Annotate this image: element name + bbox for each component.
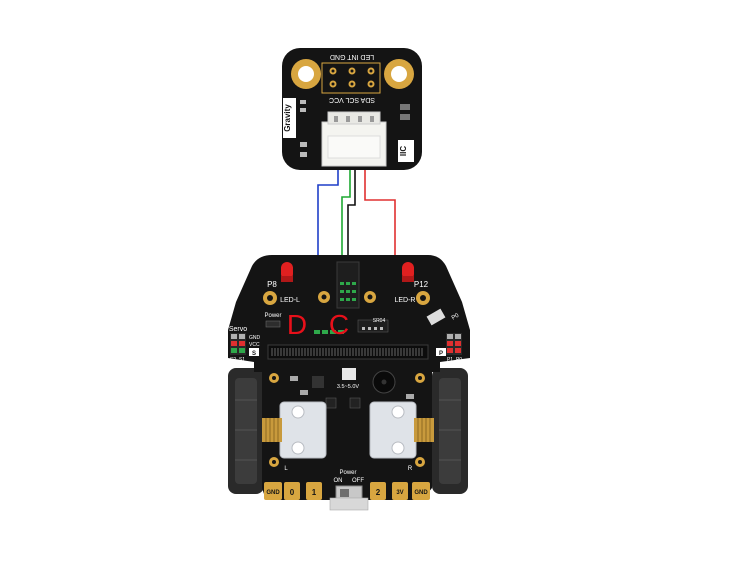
sr04-label: SR04 [373,318,386,324]
led-right [402,262,414,282]
annotation-c: C [329,309,349,340]
servo-header [230,333,246,355]
servo-gnd-label: GND [249,335,261,341]
switch-title: Power [339,470,356,476]
led-left-label: LED-L [280,297,300,304]
led-left [281,262,293,282]
header-label-top: LED INT GND [330,53,374,60]
switch-off-label: OFF [352,478,364,484]
sensor-brand-label: Gravity [283,104,292,132]
sensor-module: LED INT GND SDA SCL VCC Gravity IIC [282,48,422,170]
pin-left-label: P8 [267,280,277,289]
pad-label-4: 3V [396,490,403,496]
bottom-pads: GND 0 1 2 3V GND [264,482,430,500]
header-label-bottom: SDA SCL VCC [329,96,375,103]
led-right-label: LED-R [394,297,415,304]
pad-1 [306,482,322,500]
robot: LED-L LED-R P8 P12 Power SR04 Servo [228,255,470,511]
servo-s2-label: S2 [230,357,236,363]
side-p-label: P [439,351,443,357]
motor-right [369,401,434,459]
motor-left [262,401,327,459]
header-pins [321,62,381,94]
pad-3v [392,482,408,500]
pin-right-label: P12 [414,280,429,289]
pad-gnd-left [264,482,282,500]
voltage-label: 3.5~5.0V [337,384,360,390]
servo-s1-label: S1 [239,357,245,363]
motor-r-label: R [408,466,413,472]
pad-0 [284,482,300,500]
motor-l-label: L [284,466,288,472]
side-header [446,333,462,355]
side-p0-label: P0 [456,357,462,363]
switch-on-label: ON [334,478,343,484]
pad-label-3: 2 [376,488,381,497]
side-p1-label: P1 [447,357,453,363]
sensor-interface-label: IIC [399,146,408,156]
pad-label-0: GND [266,490,280,496]
power-label: Power [264,313,281,319]
pad-label-2: 1 [312,488,317,497]
annotation-d: D [287,309,307,340]
voltage-chip [342,368,356,380]
servo-vcc-label: VCC [249,342,260,348]
pad-gnd-right [412,482,430,500]
servo-title: Servo [229,326,247,333]
servo-s-label: S [252,351,256,357]
pad-2 [370,482,386,500]
pad-label-5: GND [414,490,428,496]
pad-label-1: 0 [290,488,295,497]
side-p0-top-label: P0 [451,312,461,321]
